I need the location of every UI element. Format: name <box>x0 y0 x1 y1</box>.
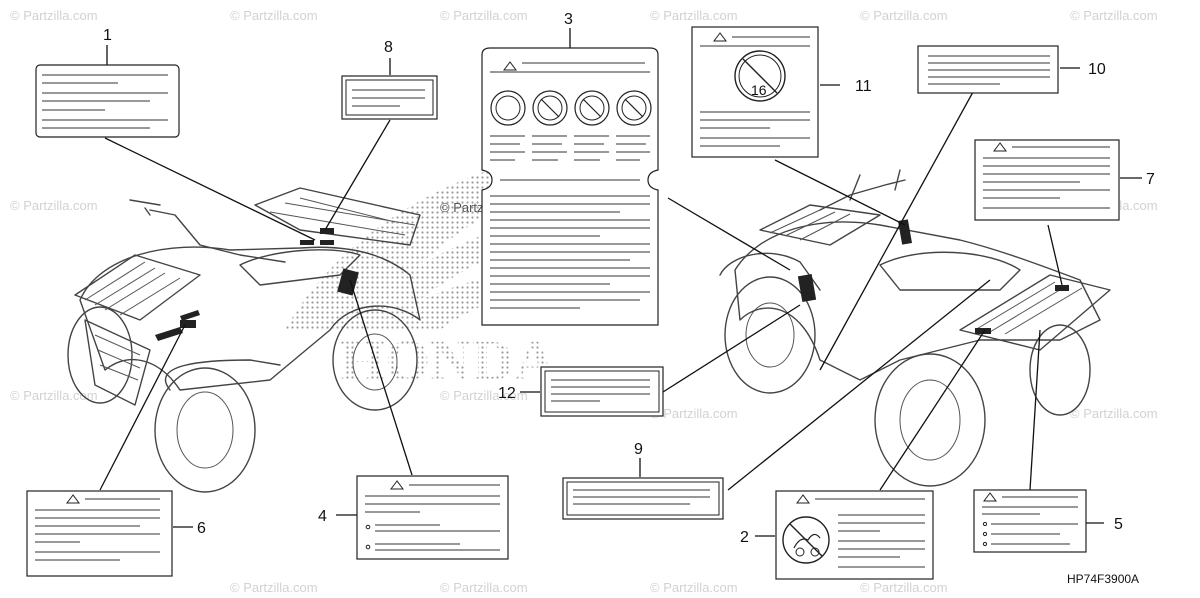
warning-triangle-icon <box>66 494 80 504</box>
diagram-code: HP74F3900A <box>1067 572 1139 586</box>
callout-4: 4 <box>318 508 327 525</box>
watermark: © Partzilla.com <box>10 388 98 403</box>
prohibition-circle-icon: 16 <box>734 50 786 102</box>
watermark: © Partzilla.com <box>650 406 738 421</box>
watermark: © Partzilla.com <box>230 580 318 595</box>
label-10[interactable] <box>917 45 1059 94</box>
watermark: © Partzilla.com <box>10 8 98 23</box>
warning-triangle-icon <box>713 32 727 42</box>
watermark: © Partzilla.com <box>860 8 948 23</box>
callout-10: 10 <box>1088 61 1106 78</box>
label-12[interactable] <box>540 366 664 417</box>
label-8[interactable] <box>341 75 438 120</box>
label-3[interactable] <box>481 47 659 326</box>
watermark: © Partzilla.com <box>440 8 528 23</box>
label-6[interactable] <box>26 490 173 577</box>
callout-7: 7 <box>1146 171 1155 188</box>
watermark: © Partzilla.com <box>440 580 528 595</box>
atv-right <box>719 169 1111 487</box>
watermark: © Partzilla.com <box>650 8 738 23</box>
atv-left <box>67 187 421 493</box>
label-4[interactable] <box>356 475 509 560</box>
warning-triangle-icon <box>983 492 997 502</box>
warning-triangle-icon <box>503 61 517 71</box>
callout-5: 5 <box>1114 516 1123 533</box>
watermark: © Partzilla.com <box>230 8 318 23</box>
watermark: © Partzilla.com <box>860 580 948 595</box>
watermark: © Partzilla.com <box>650 580 738 595</box>
label-9[interactable] <box>562 477 724 520</box>
label-5[interactable] <box>973 489 1087 553</box>
prohibition-circle-icon <box>532 90 568 126</box>
warning-triangle-icon <box>390 480 404 490</box>
honda-wordmark: HONDA <box>340 328 556 393</box>
watermark: © Partzilla.com <box>1070 8 1158 23</box>
label-11[interactable]: 16 <box>691 26 819 158</box>
callout-3: 3 <box>564 11 573 28</box>
no-passenger-icon <box>782 516 830 564</box>
callout-12: 12 <box>498 385 516 402</box>
leader-lines <box>99 28 1142 537</box>
label-7[interactable] <box>974 139 1120 221</box>
watermark: © Partzilla.com <box>440 388 528 403</box>
label-2[interactable] <box>775 490 934 580</box>
prohibition-circle-icon <box>616 90 652 126</box>
watermark-layer: © Partzilla.com © Partzilla.com © Partzi… <box>10 8 1158 595</box>
callout-6: 6 <box>197 520 206 537</box>
warning-triangle-icon <box>993 142 1007 152</box>
callout-8: 8 <box>384 39 393 56</box>
callout-9: 9 <box>634 441 643 458</box>
watermark: © Partzilla.com <box>1070 406 1158 421</box>
prohibition-circle-icon <box>490 90 526 126</box>
callout-11: 11 <box>855 78 872 95</box>
warning-triangle-icon <box>796 494 810 504</box>
label-1[interactable] <box>35 64 180 138</box>
callout-2: 2 <box>740 529 749 546</box>
callout-1: 1 <box>103 27 112 44</box>
age-badge: 16 <box>751 82 767 98</box>
watermark: © Partzilla.com <box>10 198 98 213</box>
prohibition-circle-icon <box>574 90 610 126</box>
